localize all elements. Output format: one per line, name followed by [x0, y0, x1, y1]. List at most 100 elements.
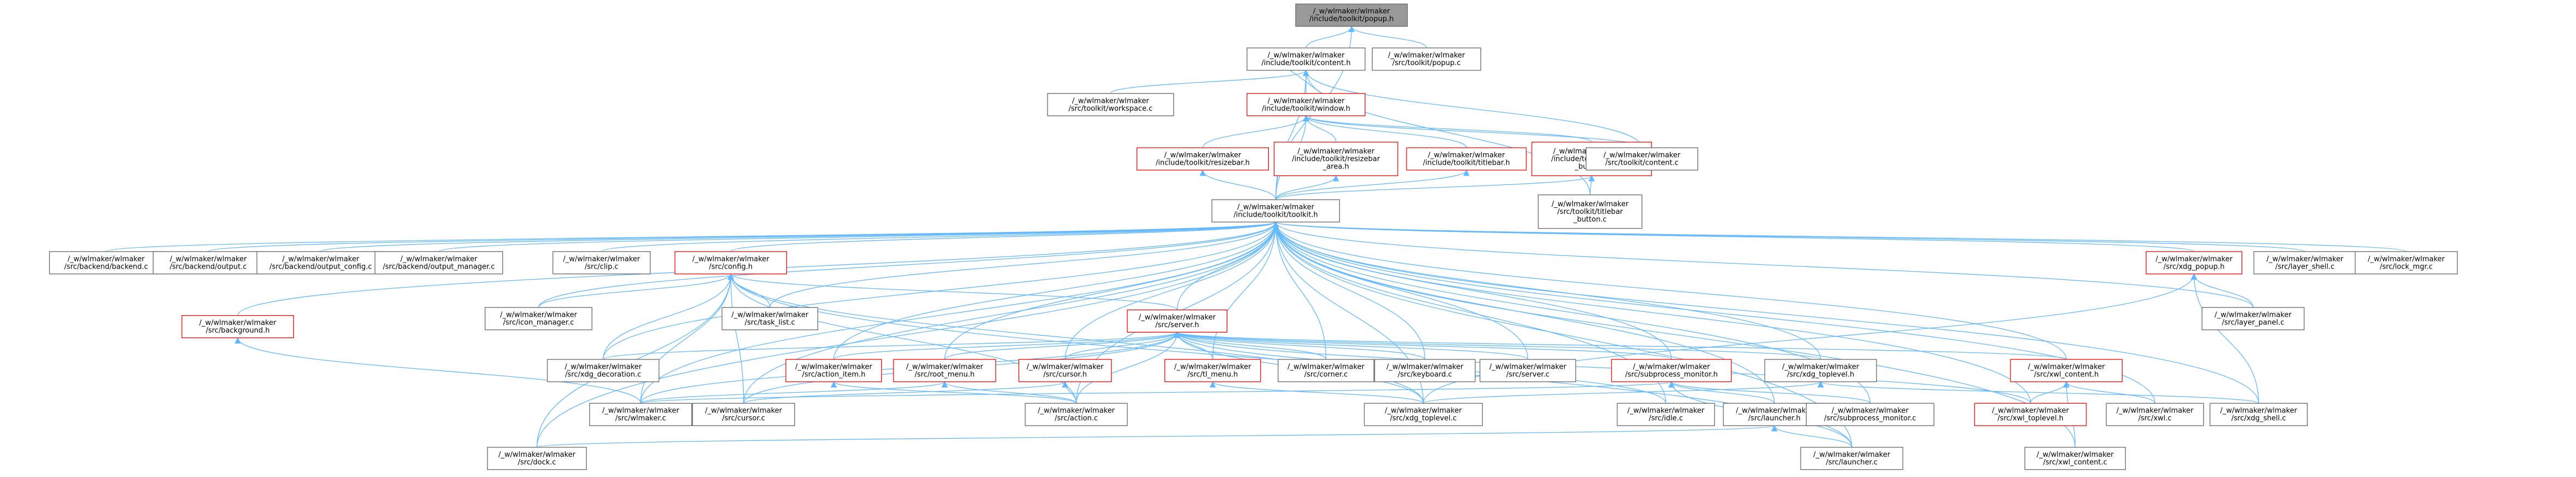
file-node-background-h[interactable]: /_w/wlmaker/wlmaker/src/background.h: [181, 315, 294, 339]
file-node-clip-c[interactable]: /_w/wlmaker/wlmaker/src/clip.c: [552, 251, 651, 275]
file-node-task-list-c[interactable]: /_w/wlmaker/wlmaker/src/task_list.c: [721, 307, 819, 330]
node-box: [1406, 147, 1527, 171]
file-node-popup-c[interactable]: /_w/wlmaker/wlmaker/src/toolkit/popup.c: [1372, 47, 1481, 71]
node-label: /_w/wlmaker/wlmaker: [1813, 451, 1890, 459]
node-box: [1278, 359, 1374, 382]
file-node-xwl-content-c[interactable]: /_w/wlmaker/wlmaker/src/xwl_content.c: [2024, 446, 2126, 470]
file-node-cursor-c[interactable]: /_w/wlmaker/wlmaker/src/cursor.c: [692, 403, 795, 426]
node-label: /src/toolkit/content.c: [1605, 159, 1679, 167]
file-node-xdg-toplevel-c[interactable]: /_w/wlmaker/wlmaker/src/xdg_toplevel.c: [1363, 403, 1483, 426]
node-box: [1479, 359, 1577, 382]
file-node-layer-shell-c[interactable]: /_w/wlmaker/wlmaker/src/layer_shell.c: [2253, 251, 2357, 275]
file-node-output-manager-c[interactable]: /_w/wlmaker/wlmaker/src/backend/output_m…: [374, 251, 503, 275]
node-label: /src/subprocess_monitor.c: [1824, 415, 1916, 423]
file-node-action-item-h[interactable]: /_w/wlmaker/wlmaker/src/action_item.h: [785, 359, 882, 382]
node-label: /_w/wlmaker/wlmaker: [282, 255, 359, 263]
file-node-keyboard-c[interactable]: /_w/wlmaker/wlmaker/src/keyboard.c: [1374, 359, 1476, 382]
file-node-cursor-h[interactable]: /_w/wlmaker/wlmaker/src/cursor.h: [1018, 359, 1112, 382]
node-label: /src/xwl.c: [2138, 415, 2172, 423]
file-node-resizebar-area-h[interactable]: /_w/wlmaker/wlmaker/include/toolkit/resi…: [1273, 142, 1398, 176]
file-node-tl-menu-h[interactable]: /_w/wlmaker/wlmaker/src/tl_menu.h: [1164, 359, 1261, 382]
file-node-workspace-c[interactable]: /_w/wlmaker/wlmaker/src/toolkit/workspac…: [1047, 93, 1174, 117]
file-node-xwl-c[interactable]: /_w/wlmaker/wlmaker/src/xwl.c: [2106, 403, 2204, 426]
file-node-dock-c[interactable]: /_w/wlmaker/wlmaker/src/dock.c: [487, 446, 587, 470]
dependency-edge: [1209, 381, 1424, 404]
node-label: /_w/wlmaker/wlmaker: [564, 363, 642, 371]
file-node-output-config-c[interactable]: /_w/wlmaker/wlmaker/src/backend/output_c…: [256, 251, 385, 275]
node-label: /src/layer_shell.c: [2275, 263, 2334, 271]
file-node-content-c[interactable]: /_w/wlmaker/wlmaker/src/toolkit/content.…: [1585, 147, 1698, 171]
file-node-idle-c[interactable]: /_w/wlmaker/wlmaker/src/idle.c: [1616, 403, 1715, 426]
node-label: /src/task_list.c: [745, 319, 795, 327]
file-node-backend-c[interactable]: /_w/wlmaker/wlmaker/src/backend/backend.…: [49, 251, 163, 275]
file-node-wlmaker-c[interactable]: /_w/wlmaker/wlmaker/src/wlmaker.c: [589, 403, 692, 426]
file-node-titlebar-button-c[interactable]: /_w/wlmaker/wlmaker/src/toolkit/titlebar…: [1538, 194, 1643, 229]
dependency-edge: [941, 381, 1077, 404]
node-label: /_w/wlmaker/wlmaker: [1174, 363, 1251, 371]
node-label: /_w/wlmaker/wlmaker: [498, 451, 575, 459]
file-node-xwl-content-h[interactable]: /_w/wlmaker/wlmaker/src/xwl_content.h: [2010, 359, 2123, 382]
dependency-edge: [640, 221, 1279, 404]
dependency-edge: [1064, 221, 1279, 360]
node-label: /include/toolkit/popup.h: [1309, 15, 1393, 24]
file-node-action-c[interactable]: /_w/wlmaker/wlmaker/src/action.c: [1025, 403, 1128, 426]
dependency-edge: [1303, 115, 1592, 143]
node-box: [2253, 251, 2357, 275]
dependency-edge: [1303, 69, 1591, 195]
file-node-xdg-decoration-c[interactable]: /_w/wlmaker/wlmaker/src/xdg_decoration.c: [546, 359, 660, 382]
node-label: /src/backend/output_config.c: [269, 263, 372, 271]
file-node-output-c[interactable]: /_w/wlmaker/wlmaker/src/backend/output.c: [152, 251, 264, 275]
node-label: /_w/wlmaker/wlmaker: [2156, 255, 2233, 263]
file-node-lock-mgr-c[interactable]: /_w/wlmaker/wlmaker/src/lock_mgr.c: [2355, 251, 2458, 275]
file-node-launcher-c[interactable]: /_w/wlmaker/wlmaker/src/launcher.c: [1800, 446, 1903, 470]
dependency-edge: [831, 381, 1077, 404]
file-node-window-h[interactable]: /_w/wlmaker/wlmaker/include/toolkit/wind…: [1246, 93, 1366, 117]
file-node-resizebar-h[interactable]: /_w/wlmaker/wlmaker/include/toolkit/resi…: [1136, 147, 1269, 171]
dependency-edge: [1174, 331, 1821, 360]
file-node-icon-manager-c[interactable]: /_w/wlmaker/wlmaker/src/icon_manager.c: [485, 307, 592, 330]
dependency-edge: [1272, 221, 1426, 360]
dependency-edge: [1273, 221, 2195, 252]
node-box: [1800, 446, 1903, 470]
node-label: /_w/wlmaker/wlmaker: [563, 255, 640, 263]
file-node-popup-h[interactable]: /_w/wlmaker/wlmaker/include/toolkit/popu…: [1295, 3, 1408, 27]
node-label: /_w/wlmaker/wlmaker: [1268, 97, 1345, 105]
node-label: /src/launcher.h: [1748, 415, 1801, 423]
dependency-edge: [536, 221, 1279, 447]
dependency-edge: [640, 273, 734, 404]
file-node-content-h[interactable]: /_w/wlmaker/wlmaker/include/toolkit/cont…: [1246, 47, 1366, 71]
node-label: /include/toolkit/window.h: [1262, 104, 1350, 113]
file-node-xdg-shell-c[interactable]: /_w/wlmaker/wlmaker/src/xdg_shell.c: [2209, 403, 2308, 426]
file-node-xdg-popup-h[interactable]: /_w/wlmaker/wlmaker/src/xdg_popup.h: [2145, 251, 2243, 275]
file-node-titlebar-h[interactable]: /_w/wlmaker/wlmaker/include/toolkit/titl…: [1406, 147, 1527, 171]
dependency-edge: [1588, 175, 1595, 195]
file-node-config-h[interactable]: /_w/wlmaker/wlmaker/src/config.h: [674, 251, 787, 275]
node-label: /src/xdg_toplevel.h: [1787, 370, 1854, 379]
node-label: /_w/wlmaker/wlmaker: [1633, 363, 1710, 371]
file-node-root-menu-h[interactable]: /_w/wlmaker/wlmaker/src/root_menu.h: [893, 359, 996, 382]
node-box: [485, 307, 592, 330]
file-node-layer-panel-c[interactable]: /_w/wlmaker/wlmaker/src/layer_panel.c: [2201, 307, 2305, 330]
node-label: /src/clip.c: [585, 263, 619, 271]
node-label: /src/action_item.h: [802, 370, 866, 379]
file-node-xdg-toplevel-h[interactable]: /_w/wlmaker/wlmaker/src/xdg_toplevel.h: [1764, 359, 1877, 382]
node-label: /_w/wlmaker/wlmaker: [1072, 97, 1149, 105]
node-label: /include/toolkit/resizebar.h: [1156, 159, 1250, 167]
file-node-server-c[interactable]: /_w/wlmaker/wlmaker/src/server.c: [1479, 359, 1577, 382]
node-label: /_w/wlmaker/wlmaker: [1027, 363, 1104, 371]
dependency-edge: [1668, 381, 1871, 404]
node-box: [674, 251, 787, 275]
file-node-xwl-toplevel-h[interactable]: /_w/wlmaker/wlmaker/src/xwl_toplevel.h: [1974, 403, 2087, 426]
file-node-subprocess-monitor-c[interactable]: /_w/wlmaker/wlmaker/src/subprocess_monit…: [1805, 403, 1934, 426]
node-box: [1025, 403, 1128, 426]
file-node-subprocess-monitor-h[interactable]: /_w/wlmaker/wlmaker/src/subprocess_monit…: [1611, 359, 1732, 382]
dependency-edge: [1818, 381, 2259, 404]
dependency-edge: [727, 273, 744, 404]
node-box: [256, 251, 385, 275]
node-label: /_w/wlmaker/wlmaker: [1489, 363, 1566, 371]
file-node-corner-c[interactable]: /_w/wlmaker/wlmaker/src/corner.c: [1278, 359, 1374, 382]
file-node-toolkit-h[interactable]: /_w/wlmaker/wlmaker/include/toolkit/tool…: [1211, 199, 1340, 223]
file-node-server-h[interactable]: /_w/wlmaker/wlmaker/src/server.h: [1127, 309, 1228, 333]
node-label: /_w/wlmaker/wlmaker: [2368, 255, 2445, 263]
dependency-edge: [730, 221, 1279, 252]
